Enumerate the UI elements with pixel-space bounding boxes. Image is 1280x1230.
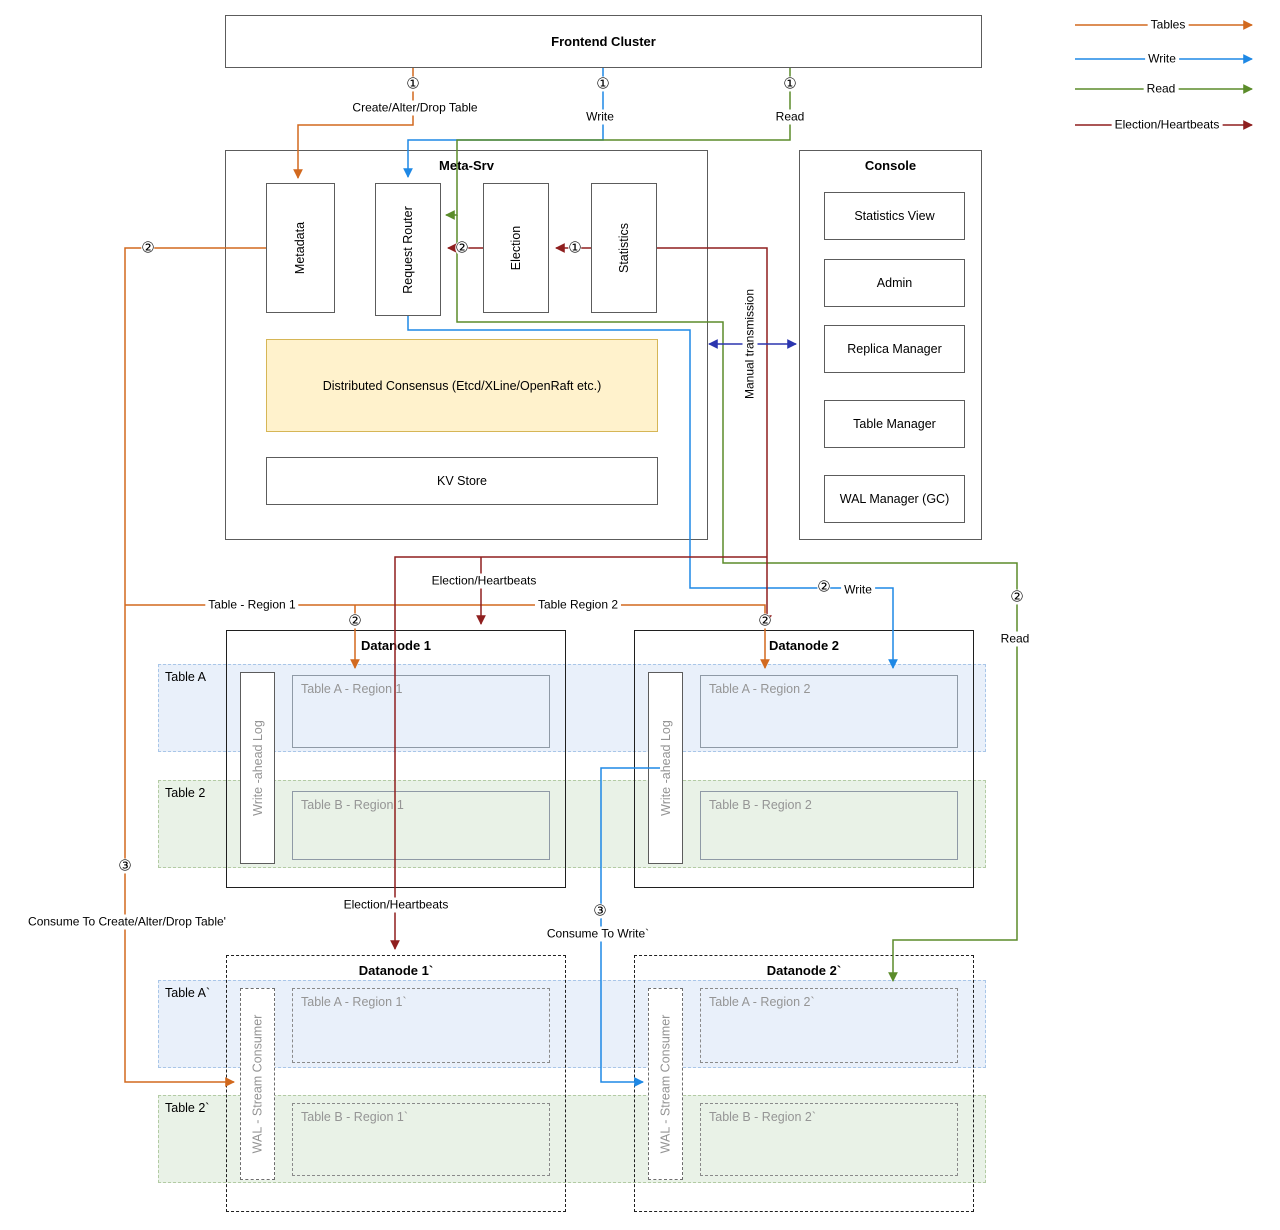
meta-srv-title: Meta-Srv xyxy=(439,158,494,173)
edge-label-consume-write: Consume To Write` xyxy=(543,926,653,942)
kv-store-box: KV Store xyxy=(266,457,658,505)
badge-1-read: ① xyxy=(783,74,797,93)
console-item-admin: Admin xyxy=(824,259,965,307)
badge-1-statistics-election: ① xyxy=(568,238,582,257)
badge-2-table-region-1: ② xyxy=(348,611,362,630)
datanode-2-prime-region-b-box: Table B - Region 2` xyxy=(700,1103,958,1176)
console-item-statistics-view-label: Statistics View xyxy=(854,209,935,223)
datanode-2-region-b-label: Table B - Region 2 xyxy=(709,798,812,812)
band-table-2-prime-label: Table 2` xyxy=(165,1101,210,1115)
console-item-table-manager-label: Table Manager xyxy=(853,417,936,431)
edge-label-election-heartbeats-2: Election/Heartbeats xyxy=(340,897,452,913)
datanode-1-prime-wal-label: WAL - Stream Consumer xyxy=(250,1014,265,1154)
datanode-2-prime-wal-box: WAL - Stream Consumer xyxy=(648,988,683,1180)
request-router-label: Request Router xyxy=(401,205,415,294)
statistics-label: Statistics xyxy=(616,222,631,274)
datanode-1-prime-title: Datanode 1` xyxy=(358,963,434,978)
legend-label-election: Election/Heartbeats xyxy=(1111,117,1223,133)
edge-label-read-top: Read xyxy=(772,109,808,125)
datanode-2-prime-wal-label: WAL - Stream Consumer xyxy=(658,1014,673,1154)
console-item-replica-manager-label: Replica Manager xyxy=(847,342,942,356)
election-label: Election xyxy=(508,225,523,271)
datanode-1-prime-region-b-box: Table B - Region 1` xyxy=(292,1103,550,1176)
edge-label-consume-create: Consume To Create/Alter/Drop Table' xyxy=(25,914,229,930)
datanode-2-region-a-box: Table A - Region 2 xyxy=(700,675,958,748)
datanode-1-prime-wal-box: WAL - Stream Consumer xyxy=(240,988,275,1180)
datanode-1-region-a-box: Table A - Region 1 xyxy=(292,675,550,748)
legend-label-tables: Tables xyxy=(1147,17,1189,33)
request-router-box: Request Router xyxy=(375,183,441,316)
badge-2-metadata-left: ② xyxy=(141,238,155,257)
datanode-1-title: Datanode 1 xyxy=(360,638,432,653)
distributed-consensus-box: Distributed Consensus (Etcd/XLine/OpenRa… xyxy=(266,339,658,432)
datanode-1-prime-region-b-label: Table B - Region 1` xyxy=(301,1110,409,1124)
datanode-1-prime-region-a-box: Table A - Region 1` xyxy=(292,988,550,1063)
badge-1-create: ① xyxy=(406,74,420,93)
badge-1-write: ① xyxy=(596,74,610,93)
edge-label-manual-transmission: Manual transmission xyxy=(742,285,758,403)
badge-2-election-router: ② xyxy=(455,238,469,257)
datanode-1-wal-label: Write -ahead Log xyxy=(250,720,265,816)
statistics-box: Statistics xyxy=(591,183,657,313)
frontend-cluster-title: Frontend Cluster xyxy=(551,34,656,49)
band-table-a-prime-label: Table A` xyxy=(165,986,211,1000)
distributed-consensus-label: Distributed Consensus (Etcd/XLine/OpenRa… xyxy=(322,378,602,393)
edge-label-write-datanode: Write xyxy=(841,582,875,598)
edge-label-create-table: Create/Alter/Drop Table xyxy=(349,100,481,116)
console-item-replica-manager: Replica Manager xyxy=(824,325,965,373)
legend-label-read: Read xyxy=(1143,81,1179,97)
edge-label-election-heartbeats-1: Election/Heartbeats xyxy=(428,573,540,589)
console-item-wal-manager: WAL Manager (GC) xyxy=(824,475,965,523)
console-title: Console xyxy=(864,158,917,173)
console-item-admin-label: Admin xyxy=(876,276,913,290)
edge-label-table-region-1: Table - Region 1 xyxy=(205,597,299,613)
edge-label-table-region-2: Table Region 2 xyxy=(534,597,622,613)
badge-3-consume-create: ③ xyxy=(118,856,132,875)
datanode-1-region-a-label: Table A - Region 1 xyxy=(301,682,403,696)
badge-2-write-datanode: ② xyxy=(817,577,831,596)
datanode-2-prime-title: Datanode 2` xyxy=(766,963,842,978)
datanode-2-region-a-label: Table A - Region 2 xyxy=(709,682,811,696)
datanode-2-wal-label: Write -ahead Log xyxy=(658,720,673,816)
datanode-1-wal-box: Write -ahead Log xyxy=(240,672,275,864)
badge-2-table-region-2: ② xyxy=(758,611,772,630)
badge-3-consume-write: ③ xyxy=(593,901,607,920)
datanode-1-prime-region-a-label: Table A - Region 1` xyxy=(301,995,407,1009)
band-table-2-prime: Table 2` xyxy=(158,1095,986,1183)
kv-store-label: KV Store xyxy=(436,474,488,488)
metadata-label: Metadata xyxy=(293,221,308,275)
band-table-a-label: Table A xyxy=(165,670,207,684)
datanode-2-prime-region-b-label: Table B - Region 2` xyxy=(709,1110,817,1124)
legend-label-write: Write xyxy=(1145,51,1179,67)
datanode-1-region-b-box: Table B - Region 1 xyxy=(292,791,550,860)
metadata-box: Metadata xyxy=(266,183,335,313)
edge-label-read-datanode: Read xyxy=(997,631,1033,647)
datanode-2-title: Datanode 2 xyxy=(768,638,840,653)
datanode-2-region-b-box: Table B - Region 2 xyxy=(700,791,958,860)
band-table-a-prime: Table A` xyxy=(158,980,986,1068)
election-box: Election xyxy=(483,183,549,313)
datanode-2-wal-box: Write -ahead Log xyxy=(648,672,683,864)
console-item-statistics-view: Statistics View xyxy=(824,192,965,240)
badge-2-read-datanode: ② xyxy=(1010,587,1024,606)
console-item-table-manager: Table Manager xyxy=(824,400,965,448)
console-item-wal-manager-label: WAL Manager (GC) xyxy=(839,492,950,506)
datanode-2-prime-region-a-label: Table A - Region 2` xyxy=(709,995,815,1009)
datanode-1-region-b-label: Table B - Region 1 xyxy=(301,798,404,812)
edge-label-write-top: Write xyxy=(583,109,617,125)
frontend-cluster-box: Frontend Cluster xyxy=(225,15,982,68)
band-table-2-label: Table 2 xyxy=(165,786,206,800)
datanode-2-prime-region-a-box: Table A - Region 2` xyxy=(700,988,958,1063)
